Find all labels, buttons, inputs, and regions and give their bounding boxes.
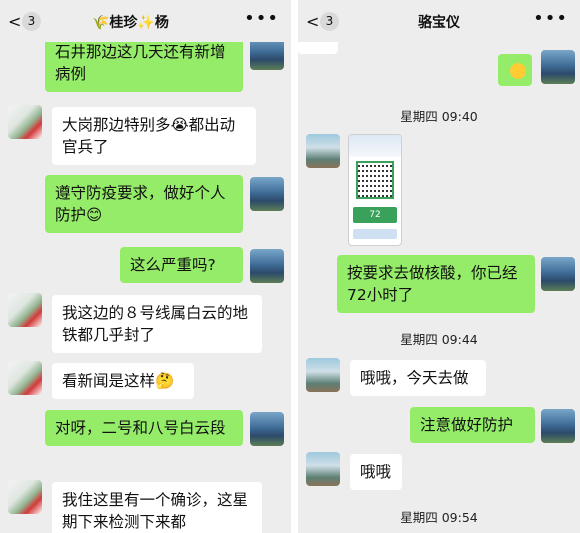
- timestamp: 星期四 09:40: [400, 109, 478, 124]
- emoji-bubble[interactable]: [498, 54, 532, 86]
- qr-image-message[interactable]: 72: [348, 134, 402, 246]
- message-bubble[interactable]: 注意做好防护: [410, 407, 535, 443]
- my-avatar[interactable]: [250, 249, 284, 283]
- contact-avatar[interactable]: [8, 361, 42, 395]
- contact-avatar[interactable]: [306, 358, 340, 392]
- back-icon[interactable]: <: [306, 12, 320, 31]
- unread-badge: 3: [22, 12, 41, 31]
- timestamp: 星期四 09:44: [400, 332, 478, 347]
- message-bubble[interactable]: 大岗那边特别多😭都出动官兵了: [52, 107, 256, 165]
- my-avatar[interactable]: [541, 409, 575, 443]
- contact-avatar[interactable]: [8, 105, 42, 139]
- qr-footer: [353, 229, 397, 239]
- my-avatar[interactable]: [250, 177, 284, 211]
- my-avatar[interactable]: [541, 50, 575, 84]
- message-bubble[interactable]: 我这边的８号线属白云的地铁都几乎封了: [52, 295, 262, 353]
- qr-hours-badge: 72: [353, 207, 397, 223]
- contact-avatar[interactable]: [306, 134, 340, 168]
- chat-title: 🌾桂珍✨杨: [92, 15, 169, 31]
- back-icon[interactable]: <: [8, 12, 22, 31]
- qr-code: [356, 161, 394, 199]
- unread-badge: 3: [320, 12, 339, 31]
- qr-header: [349, 135, 401, 157]
- message-bubble[interactable]: 看新闻是这样🤔: [52, 363, 194, 399]
- message-bubble[interactable]: 石井那边这几天还有新增病例: [45, 34, 243, 92]
- contact-avatar[interactable]: [8, 480, 42, 514]
- more-icon[interactable]: •••: [533, 8, 568, 29]
- message-bubble[interactable]: 这么严重吗?: [120, 247, 243, 283]
- message-bubble[interactable]: 对呀，二号和八号白云段: [45, 410, 243, 446]
- chat-header: < 3 骆宝仪 •••: [298, 0, 580, 42]
- message-bubble[interactable]: 遵守防疫要求，做好个人防护😊: [45, 175, 243, 233]
- my-avatar[interactable]: [541, 257, 575, 291]
- contact-avatar[interactable]: [8, 293, 42, 327]
- message-bubble[interactable]: 我住这里有一个确诊，这星期下来检测下来都: [52, 482, 262, 533]
- message-bubble[interactable]: 按要求去做核酸，你已经72小时了: [337, 255, 535, 313]
- timestamp: 星期四 09:54: [400, 510, 478, 525]
- ok-hand-icon: [510, 63, 526, 79]
- chat-header: < 3 🌾桂珍✨杨 •••: [0, 0, 291, 42]
- chat-title: 骆宝仪: [418, 15, 460, 31]
- my-avatar[interactable]: [250, 412, 284, 446]
- message-bubble[interactable]: 哦哦: [350, 454, 402, 490]
- left-chat-window: < 3 🌾桂珍✨杨 ••• 石井那边这几天还有新增病例 大岗那边特别多😭都出动官…: [0, 0, 291, 533]
- more-icon[interactable]: •••: [244, 8, 279, 29]
- partial-bubble: [298, 42, 338, 54]
- message-bubble[interactable]: 哦哦，今天去做: [350, 360, 486, 396]
- contact-avatar[interactable]: [306, 452, 340, 486]
